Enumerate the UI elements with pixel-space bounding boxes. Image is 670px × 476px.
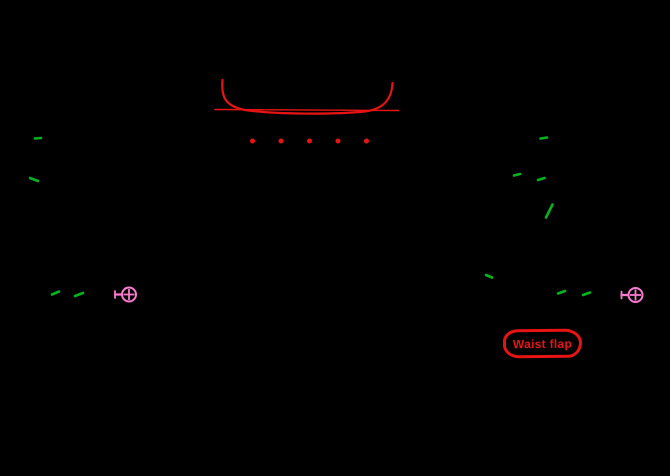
stitch-dots [250,138,369,144]
right-upper-notch-mark [539,136,549,140]
notch-marks [28,136,592,298]
left-upper-notch-mark [33,136,43,140]
waistband-baseline [214,108,400,112]
right-waist-button-marker [620,287,644,303]
left-side-notch-mark [28,176,40,183]
stitch-dot [250,138,255,144]
stitch-dot [364,138,369,144]
stitch-dot [278,138,284,144]
waist-flap-label: Waist flap [502,328,583,359]
right-diagonal-notch-mark [544,203,554,219]
stitch-dot [307,138,312,144]
right-hip-notch-1-mark [556,289,567,295]
stitch-dot [335,138,341,144]
waist-flap-label-text: Waist flap [512,336,573,351]
right-hip-notch-2-mark [581,291,592,297]
left-hip-notch-1-mark [50,290,61,296]
left-hip-notch-2-mark [73,291,85,298]
button-markers [113,286,644,303]
waistband-curve-annotation [214,78,400,115]
left-waist-button-marker [113,286,137,303]
center-hip-notch-mark [484,273,494,279]
right-side-notch-2-mark [536,176,546,182]
waistband-curve [221,78,394,115]
right-side-notch-1-mark [512,172,522,177]
